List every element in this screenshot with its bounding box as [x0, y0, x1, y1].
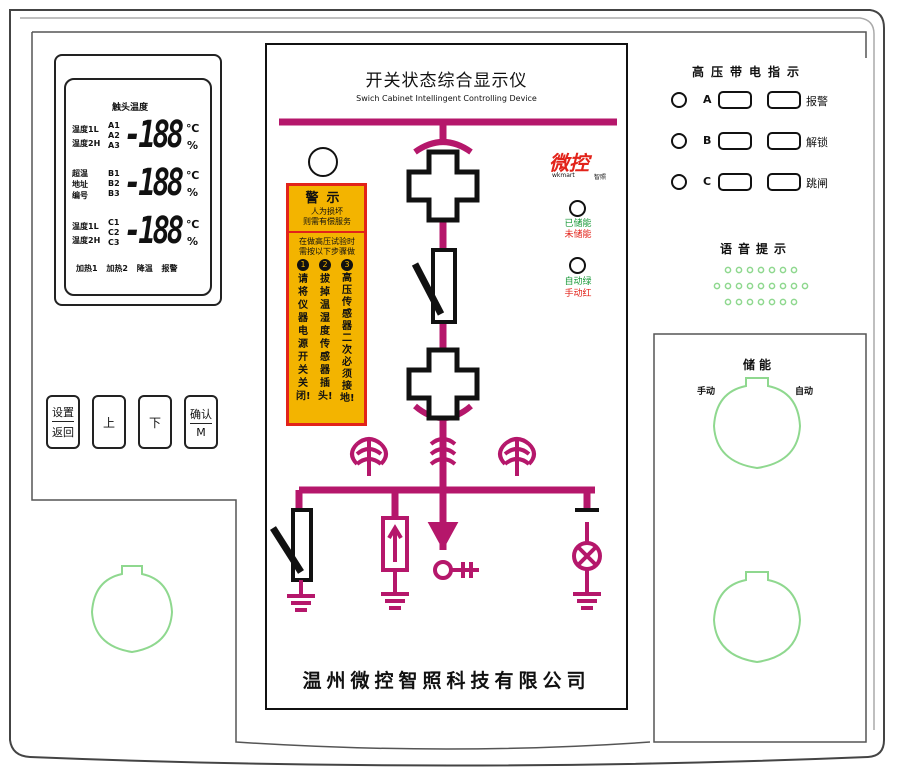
auto-label: 自动	[795, 387, 814, 397]
load-lamp-icon	[572, 508, 602, 610]
manual-label: 手动	[697, 387, 716, 397]
phase-a-indicator	[718, 91, 752, 109]
alarm-label: 报警	[806, 95, 828, 108]
alarm-indicator	[767, 91, 801, 109]
phase-c-lamp	[671, 174, 687, 190]
cable-terminal-icon	[427, 522, 479, 580]
device-subtitle: Swich Cabinet Intellingent Controlling D…	[356, 94, 537, 103]
lcd-row1-digits: -188	[124, 113, 184, 156]
voice-prompt-title: 语音提示	[720, 242, 793, 256]
warning-line-2: 则需有偿服务	[303, 217, 351, 226]
surge-arrester-icon	[381, 516, 409, 610]
phase-a-label: A	[703, 93, 712, 106]
phase-a-lamp	[671, 92, 687, 108]
mode-m-label: M	[196, 425, 206, 439]
return-label: 返回	[52, 426, 74, 439]
set-label: 设置	[52, 404, 74, 422]
lcd-row3-label-2: 温度2H	[72, 236, 101, 245]
lcd-row2-label-3: 编号	[72, 191, 88, 200]
brand-logo: 微控	[549, 151, 589, 175]
storage-knob[interactable]	[702, 370, 812, 480]
speaker-grille-icon	[713, 266, 809, 306]
confirm-button[interactable]: 确认 M	[184, 395, 218, 449]
manufacturer-name: 温州微控智照科技有限公司	[302, 670, 591, 692]
lcd-ch-a3: A3	[108, 141, 120, 150]
step-2-text: 拔掉温湿度传感器插头!	[318, 274, 333, 402]
lcd-row1-unit-pct: %	[187, 139, 199, 152]
auto-manual-lamp	[569, 257, 586, 274]
auto-mode-label: 自动绿	[564, 277, 592, 287]
lcd-ch-a2: A2	[108, 131, 120, 140]
unlock-label: 解锁	[806, 136, 828, 149]
lcd-row1-unit-temp: ℃	[186, 122, 200, 135]
warning-title: 警示	[305, 191, 348, 206]
lcd-row1-label-2: 温度2H	[72, 139, 101, 148]
lcd-row1-label-1: 温度1L	[72, 125, 99, 134]
lcd-ch-b1: B1	[108, 169, 120, 178]
set-return-button[interactable]: 设置 返回	[46, 395, 80, 449]
lower-contact-icon	[406, 347, 480, 421]
energy-not-stored-label: 未储能	[564, 230, 592, 240]
unlock-indicator	[767, 132, 801, 150]
lcd-row2-unit-pct: %	[187, 186, 199, 199]
lcd-status-legend: 加热1 加热2 降温 报警	[76, 264, 178, 273]
lcd-ch-c2: C2	[108, 228, 120, 237]
manual-mode-label: 手动红	[564, 289, 592, 299]
step-2-badge: 2	[319, 259, 331, 271]
phase-c-label: C	[703, 175, 712, 188]
phase-b-label: B	[703, 134, 712, 147]
step-1-badge: 1	[297, 259, 309, 271]
lcd-ch-b2: B2	[108, 179, 120, 188]
lcd-display	[64, 78, 212, 296]
current-transformer-icons	[350, 437, 536, 476]
warning-intro-1: 在做高压试验时	[299, 237, 355, 246]
warning-line-1: 人为损坏	[311, 207, 343, 216]
lcd-row2-label-1: 超温	[72, 169, 88, 178]
lcd-row2-digits: -188	[124, 161, 184, 204]
earthing-switch-icon	[270, 508, 315, 612]
lcd-row3-unit-temp: ℃	[186, 218, 200, 231]
lcd-row3-label-1: 温度1L	[72, 222, 99, 231]
trip-label: 跳闸	[806, 177, 828, 190]
hv-indicator-title: 高压带电指示	[692, 65, 807, 79]
step-3-text: 高压传感器二次必须接地!	[340, 273, 355, 404]
brand-logo-tag: 智照	[594, 174, 607, 181]
energy-stored-lamp	[569, 200, 586, 217]
lcd-row3-unit-pct: %	[187, 235, 199, 248]
left-knob[interactable]	[80, 560, 184, 664]
lcd-title: 触头温度	[112, 103, 149, 113]
step-3-badge: 3	[341, 259, 353, 271]
phase-b-indicator	[718, 132, 752, 150]
right-bottom-knob[interactable]	[702, 564, 812, 674]
trip-indicator	[767, 173, 801, 191]
upper-contact-icon	[406, 149, 480, 223]
lcd-ch-b3: B3	[108, 189, 120, 198]
down-button[interactable]: 下	[138, 395, 172, 449]
breaker-switch-icon	[411, 248, 457, 324]
phase-c-indicator	[718, 173, 752, 191]
lcd-row2-unit-temp: ℃	[186, 169, 200, 182]
single-line-diagram	[270, 118, 617, 612]
warning-divider	[289, 231, 365, 233]
brand-logo-sub: wkmart	[552, 172, 575, 179]
step-1-text: 请将仪器电源开关关闭!	[296, 274, 311, 402]
lcd-row2-label-2: 地址	[72, 180, 88, 189]
lcd-ch-c1: C1	[108, 218, 120, 227]
lcd-ch-c3: C3	[108, 238, 120, 247]
phase-b-lamp	[671, 133, 687, 149]
up-button[interactable]: 上	[92, 395, 126, 449]
energy-storage-title: 储能	[743, 358, 776, 372]
lcd-row3-digits: -188	[124, 209, 184, 252]
energy-stored-label: 已储能	[564, 219, 592, 229]
status-lamp-large	[308, 147, 338, 177]
warning-plate	[286, 183, 367, 426]
warning-intro-2: 需按以下步骤做	[299, 247, 355, 256]
device-title: 开关状态综合显示仪	[365, 71, 528, 91]
confirm-label: 确认	[190, 406, 212, 424]
lcd-ch-a1: A1	[108, 121, 120, 130]
